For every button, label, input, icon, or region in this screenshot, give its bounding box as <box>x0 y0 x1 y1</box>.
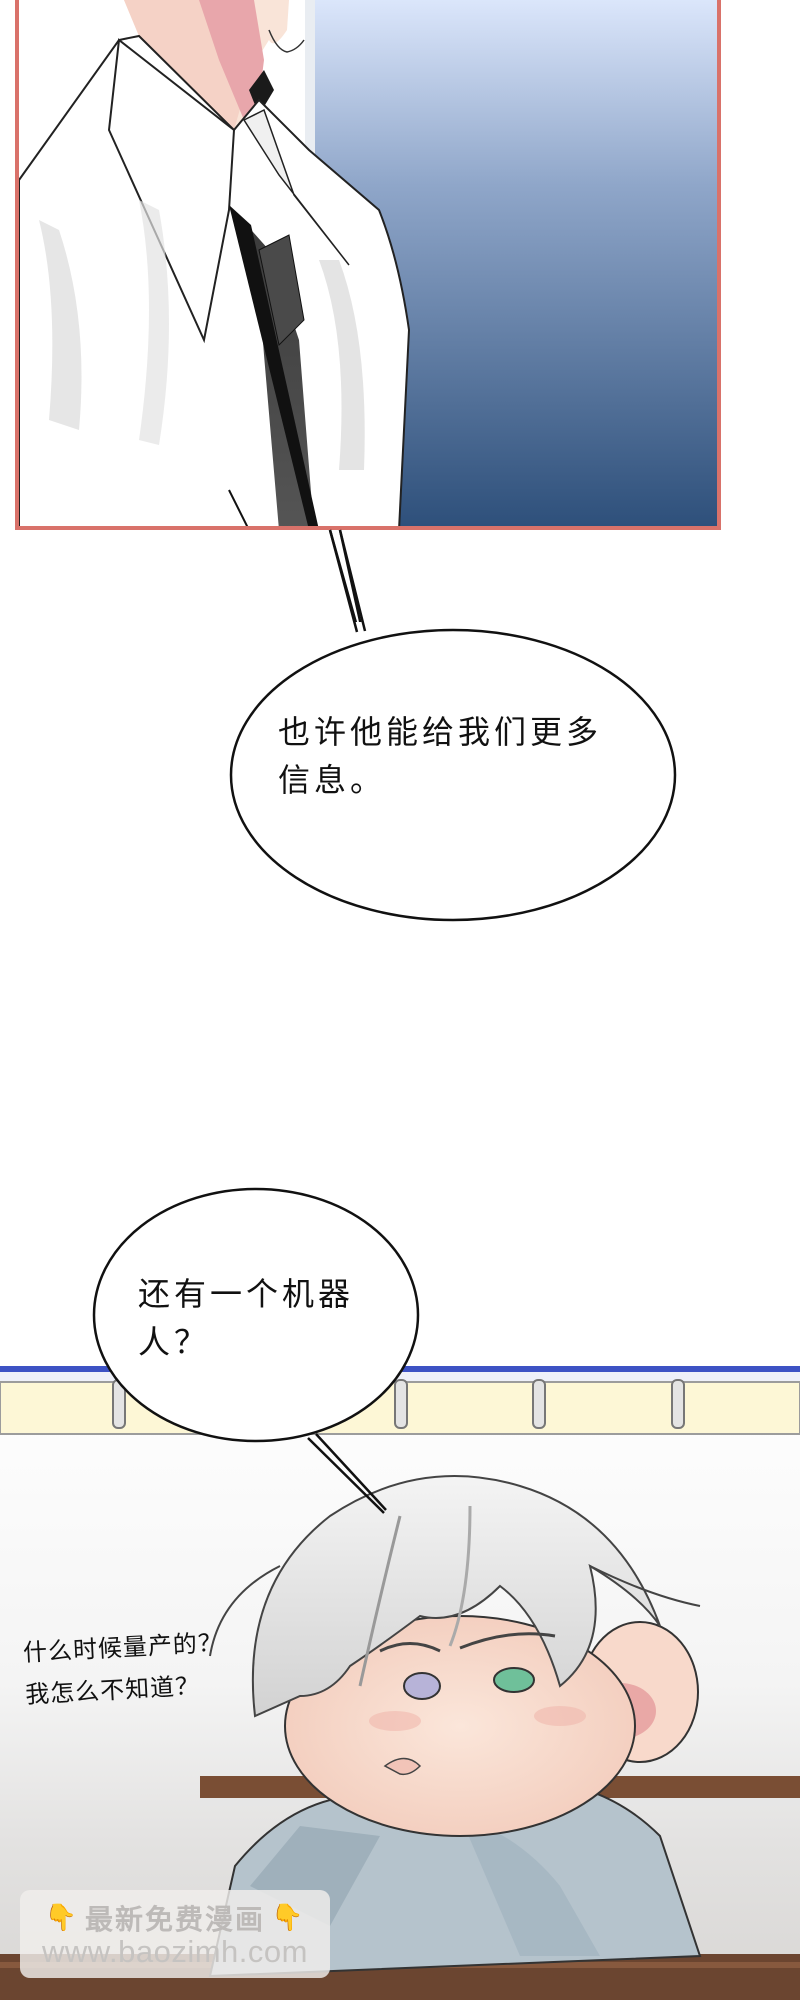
bubble-1-line-2: 信息。 <box>278 761 387 799</box>
site-watermark[interactable]: 👇 最新免费漫画 👇 www.baozimh.com <box>20 1890 330 1978</box>
chibi-character-illustration <box>0 1366 800 2000</box>
pointing-down-hand-icon: 👇 <box>271 1903 306 1933</box>
speech-bubble-2: 还有一个机器 人？ <box>90 1180 430 1520</box>
bubble-2-line-1: 还有一个机器 <box>138 1275 355 1313</box>
speech-bubble-shape <box>229 529 677 922</box>
watermark-url[interactable]: www.baozimh.com <box>42 1934 308 1969</box>
watermark-slogan: 最新免费漫画 <box>84 1903 265 1936</box>
bubble-2-line-2: 人？ <box>138 1323 211 1361</box>
panel-collar-closeup <box>15 0 721 530</box>
bubble-1-line-1: 也许他能给我们更多 <box>278 713 603 751</box>
speech-bubble-shape <box>92 1187 420 1514</box>
speech-bubble-1: 也许他能给我们更多 信息。 <box>229 490 690 930</box>
pointing-down-hand-icon: 👇 <box>44 1903 79 1933</box>
shirt-collar-illustration <box>19 0 717 526</box>
aside-dialogue: 什么时候量产的？ 我怎么不知道？ <box>22 1622 226 1716</box>
